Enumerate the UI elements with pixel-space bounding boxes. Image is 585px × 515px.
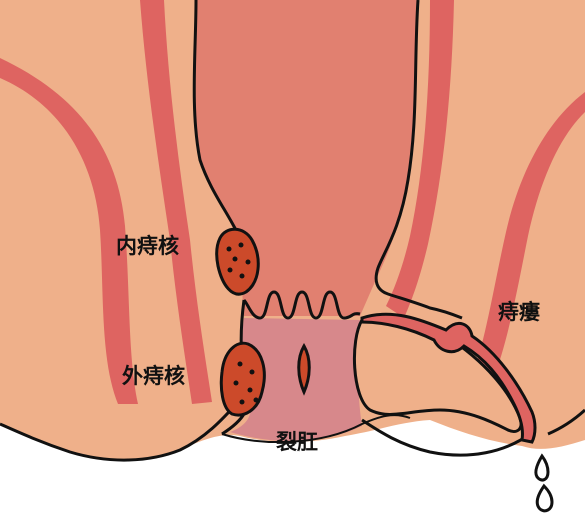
- label-anal-fissure: 裂肛: [276, 432, 318, 453]
- label-internal-hemorrhoid: 内痔核: [116, 236, 179, 257]
- drop-lower: [537, 486, 552, 511]
- label-anal-fistula: 痔瘻: [498, 302, 540, 323]
- anal-fissure: [299, 346, 310, 392]
- drop-upper: [536, 456, 548, 480]
- label-external-hemorrhoid: 外痔核: [122, 366, 185, 387]
